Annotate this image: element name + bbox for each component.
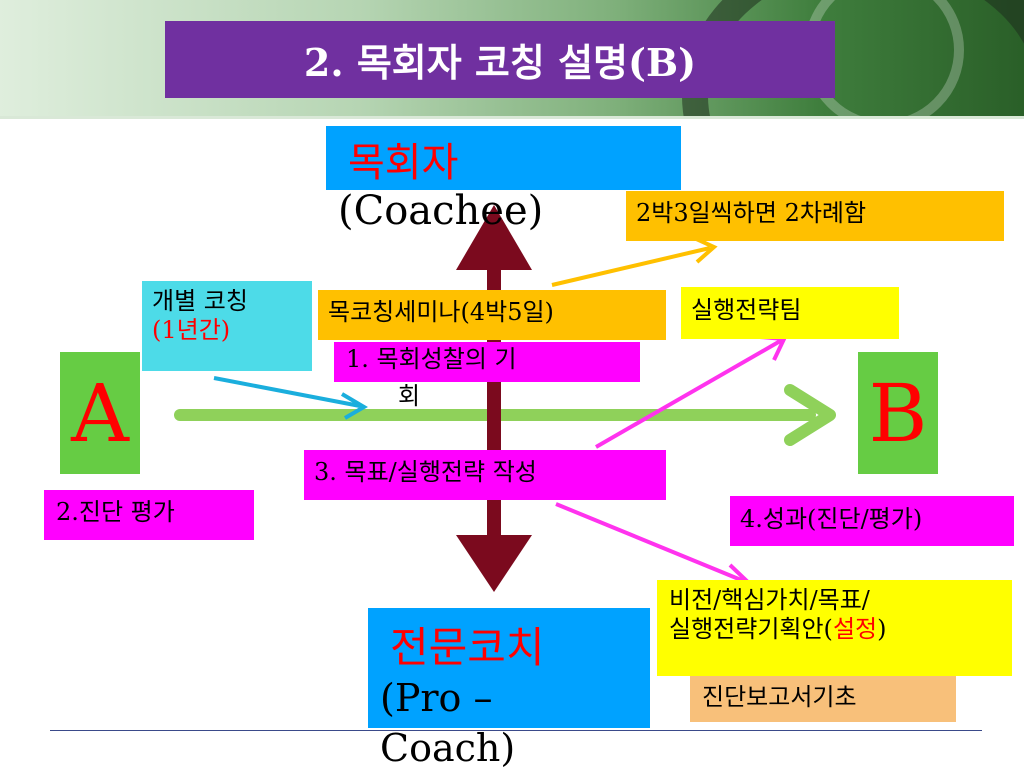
horizontal-arrowhead (784, 384, 836, 446)
vision-box: 비전/핵심가치/목표/ 실행전략기획안(설정) (657, 580, 1012, 676)
reflection-text-line1: 1. 목회성찰의 기 (346, 345, 517, 373)
report-box: 진단보고서기초 (690, 676, 956, 722)
coachee-label: 목회자 (348, 140, 459, 186)
reflection-text-line2: 회 (398, 382, 421, 410)
goal-box: 3. 목표/실행전략 작성 (304, 450, 666, 500)
result-box: 4.성과(진단/평가) (730, 496, 1014, 546)
twice-text: 2박3일씩하면 2차례함 (636, 199, 867, 227)
seminar-text: 목코칭세미나(4박5일) (328, 298, 554, 326)
footer-divider (50, 730, 982, 731)
seminar-box: 목코칭세미나(4박5일) (318, 290, 666, 340)
arrow-to-team (595, 338, 783, 449)
vision-text-line2: 실행전략기획안(설정) (669, 615, 1012, 644)
vision-text-line2-c: ) (877, 614, 887, 643)
execution-team-box: 실행전략팀 (681, 287, 899, 339)
execution-team-text: 실행전략팀 (691, 296, 802, 324)
vision-text-line2-b: 설정 (832, 614, 878, 643)
pro-coach-box (368, 608, 650, 728)
vertical-arrowhead-down (456, 535, 532, 592)
point-b: B (858, 352, 938, 474)
header-divider (0, 116, 1024, 119)
pro-coach-label: 전문코치 (390, 623, 545, 672)
vision-text-line1: 비전/핵심가치/목표/ (669, 586, 870, 614)
page-title: 2. 목회자 코칭 설명(B) (165, 21, 835, 98)
coachee-box (326, 126, 681, 190)
goal-text: 3. 목표/실행전략 작성 (314, 458, 537, 486)
individual-coaching-period: (1년간) (152, 315, 231, 344)
result-text: 4.성과(진단/평가) (740, 505, 923, 533)
pro-coach-sublabel-1: (Pro – (380, 676, 493, 720)
diagnosis-box: 2.진단 평가 (44, 490, 254, 540)
pro-coach-sublabel-2: Coach) (380, 726, 516, 770)
arrow-individual (213, 376, 361, 408)
twice-box: 2박3일씩하면 2차례함 (626, 191, 1004, 241)
arrow-to-vision (555, 502, 747, 584)
vision-text-line2-a: 실행전략기획안( (669, 614, 833, 643)
coachee-sublabel: (Coachee) (338, 188, 544, 234)
diagnosis-text: 2.진단 평가 (56, 498, 175, 526)
individual-coaching-text: 개별 코칭 (152, 287, 248, 315)
report-text: 진단보고서기초 (702, 683, 857, 711)
vertical-arrowhead-up (456, 205, 532, 270)
arrow-individual-head (340, 392, 368, 420)
arrow-to-twice (551, 246, 711, 287)
reflection-box: 1. 목회성찰의 기 (334, 342, 640, 382)
vertical-arrow-shaft-bottom (487, 490, 501, 540)
individual-coaching-box: 개별 코칭 (1년간) (142, 281, 312, 371)
point-a: A (60, 352, 140, 474)
